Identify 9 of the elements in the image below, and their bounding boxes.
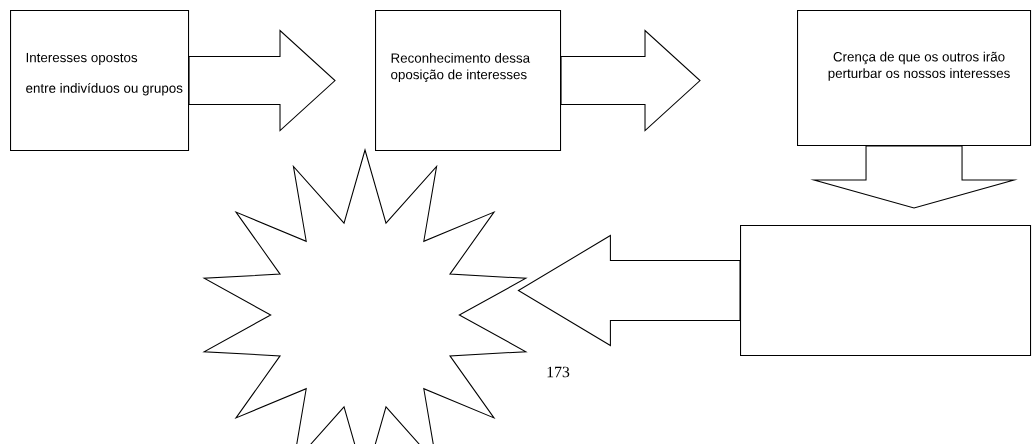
empty-box [740, 225, 1032, 357]
block-arrow [810, 145, 1018, 209]
block-arrow [560, 29, 701, 132]
block-arrow [188, 29, 336, 132]
page-number: 173 [547, 366, 570, 378]
text-box: Reconhecimento dessa oposição de interesses [375, 10, 562, 152]
block-arrow [517, 234, 741, 347]
text-box: Crença de que os outros irão perturbar os nossos interesses [797, 10, 1032, 147]
text-box: Interesses opostos entre indivíduos ou grupos [10, 10, 190, 152]
